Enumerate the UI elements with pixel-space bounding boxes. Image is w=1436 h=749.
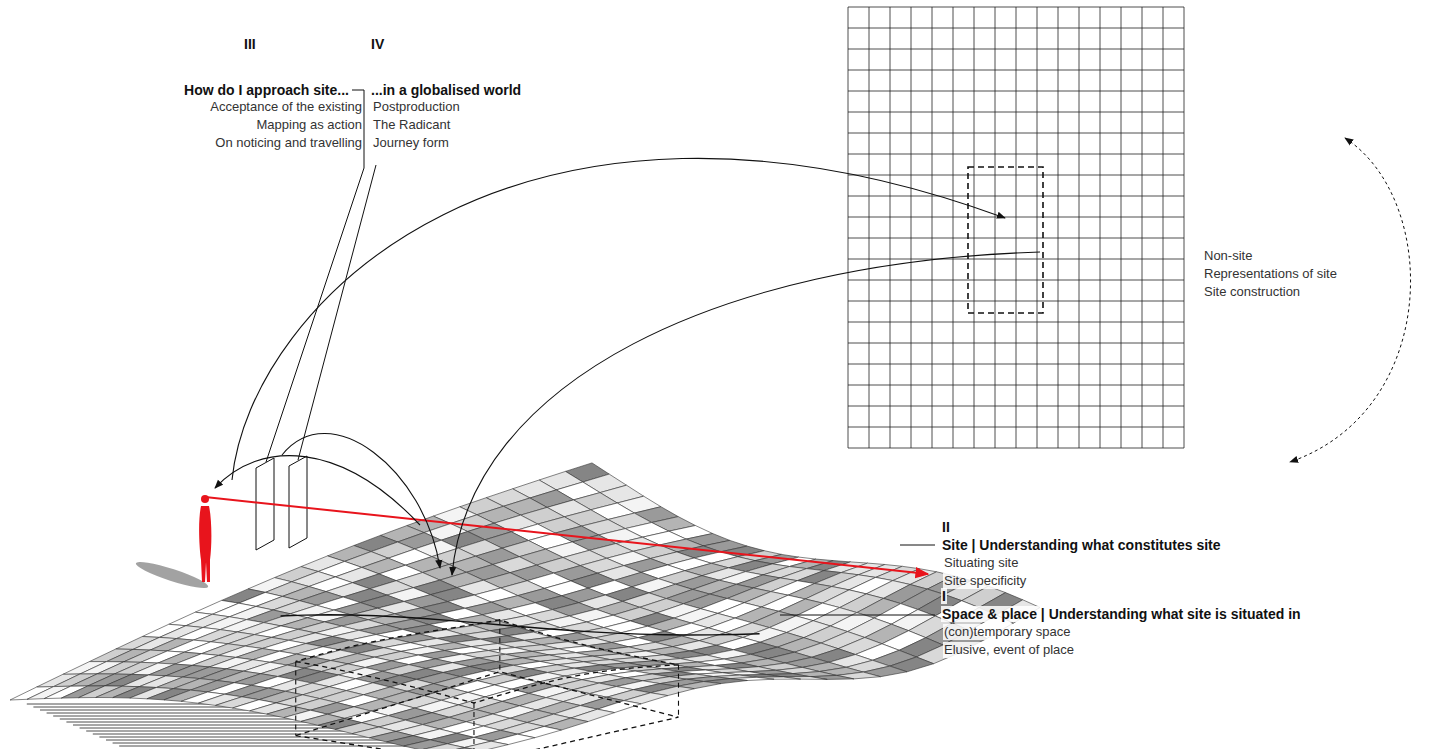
strata-line [113, 743, 433, 744]
grid-line [974, 7, 975, 448]
grid-line [848, 406, 1184, 407]
label-text: Acceptance of the existing [209, 99, 363, 115]
heading-text: Space & place | Understanding what site … [941, 606, 1302, 622]
grid-line [848, 280, 1184, 281]
label-text: Postproduction [372, 99, 461, 115]
grid-line [848, 238, 1184, 239]
grid-line [848, 154, 1184, 155]
dashed-double-arrow [1290, 138, 1411, 462]
heading-text: II [941, 519, 951, 535]
dashed-site-box [473, 703, 474, 749]
grid-line [1058, 7, 1059, 448]
grid-line [995, 7, 996, 448]
grid-line [848, 133, 1184, 134]
terrain-cell [465, 741, 509, 749]
label-text: (con)temporary space [943, 624, 1071, 640]
grid-line [1142, 7, 1143, 448]
grid-line [953, 7, 954, 448]
dashed-site-box [295, 661, 296, 735]
marker-plate [289, 456, 307, 548]
dashed-site-box [499, 620, 500, 672]
heading-text: How do I approach site... [183, 82, 350, 98]
grid-line [848, 49, 1184, 50]
grid-line [848, 385, 1184, 386]
grid-line [848, 112, 1184, 113]
grid-line [932, 7, 933, 448]
grid-line [911, 7, 912, 448]
curved-arrow [282, 434, 440, 568]
grid-line [869, 7, 870, 448]
heading-text: ...in a globalised world [370, 82, 522, 98]
grid-line [848, 427, 1184, 428]
label-text: Non-site [1203, 248, 1253, 264]
grid-line [848, 196, 1184, 197]
grid-line [890, 7, 891, 448]
leader-line [900, 545, 935, 546]
grid-line [848, 322, 1184, 323]
label-text: Site specificity [943, 573, 1027, 589]
grid-line [848, 448, 1184, 449]
label-text: Mapping as action [255, 117, 363, 133]
grid-line [848, 217, 1184, 218]
sightline-arrow [205, 497, 928, 574]
figure-shadow [134, 558, 210, 593]
grid-line [1016, 7, 1017, 448]
strata-line [119, 746, 431, 747]
grid-line [848, 301, 1184, 302]
dashed-site-box [678, 665, 679, 717]
grid-line [848, 7, 1184, 8]
leader-line [780, 615, 935, 616]
grid-line [1037, 7, 1038, 448]
heading-text: I [941, 588, 947, 604]
label-text: Elusive, event of place [943, 642, 1075, 658]
curved-arrow [232, 158, 1005, 480]
grid-line [848, 28, 1184, 29]
dashed-site-box [296, 672, 679, 749]
grid-line [848, 364, 1184, 365]
terrain-cell [421, 744, 465, 749]
label-text: The Radicant [372, 117, 451, 133]
grid-line [1100, 7, 1101, 448]
terrain-path [281, 615, 760, 635]
leader-line [298, 165, 376, 460]
grid-line [1184, 7, 1185, 448]
figure-body [199, 506, 211, 582]
grid-line [1163, 7, 1164, 448]
grid-line [1079, 7, 1080, 448]
grid-line [848, 259, 1184, 260]
terrain-cell [438, 748, 482, 749]
label-text: Representations of site [1203, 266, 1338, 282]
label-text: Situating site [943, 555, 1019, 571]
label-text: Site construction [1203, 284, 1301, 300]
grid-line [1121, 7, 1122, 448]
grid-line [848, 343, 1184, 344]
curved-arrow [452, 252, 1040, 575]
grid-line [848, 91, 1184, 92]
grid-line [848, 7, 849, 448]
label-text: On noticing and travelling [214, 135, 363, 151]
heading-text: Site | Understanding what constitutes si… [941, 537, 1222, 553]
dashed-grid-box [968, 167, 1043, 313]
grid-line [848, 70, 1184, 71]
heading-text: IV [370, 36, 385, 52]
figure-head [201, 495, 209, 503]
label-text: Journey form [372, 135, 450, 151]
dashed-site-box [296, 620, 679, 703]
heading-text: III [243, 36, 257, 52]
grid-line [848, 175, 1184, 176]
